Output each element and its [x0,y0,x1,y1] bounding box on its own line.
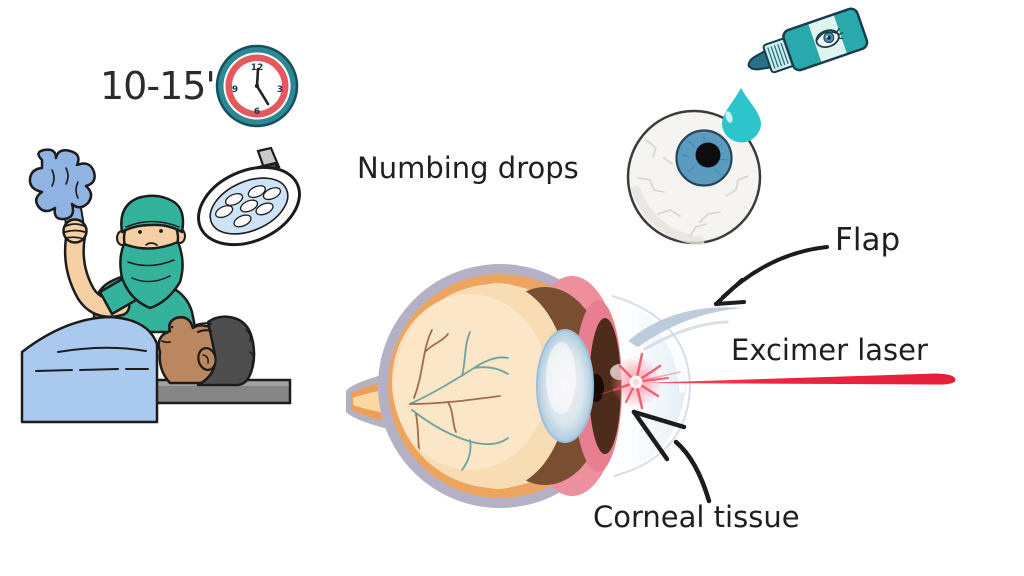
eye-cross-section-illustration [346,264,744,508]
corneal-tissue-label: Corneal tissue [593,500,800,534]
clock-number-6: 6 [254,107,260,117]
patient-ear [197,346,217,372]
blanket [20,315,159,424]
numbing-drops-group [626,7,869,246]
corneal-flap [628,307,744,351]
bottle-eye-logo [815,27,844,48]
sclera-veins [637,139,749,237]
surgical-lamp-icon [197,146,301,247]
clock-number-12: 12 [251,63,264,73]
droplet-icon [722,88,761,143]
laser-beam [637,373,956,385]
clock-number-3: 3 [277,85,283,95]
clock-number-9: 9 [232,85,238,95]
patient-hair [196,315,256,387]
surgical-mask [119,240,184,310]
eyeball-icon [626,109,762,246]
flap-label: Flap [835,222,901,258]
excimer-laser-label: Excimer laser [731,333,928,367]
corneal-tissue-arrow [631,409,712,504]
operating-scene: 12 3 6 9 [20,44,301,424]
gloves-icon [28,148,96,228]
duration-label: 10-15' [100,64,216,108]
flap-arrow [714,245,829,306]
pupil [695,142,721,168]
laser-impact-starburst [601,352,681,410]
clock-icon: 12 3 6 9 [215,44,299,128]
iris [589,318,621,454]
retina-vessels [409,329,509,471]
eye-drop-bottle-icon [747,7,869,74]
surgeon-illustration [28,148,198,334]
surgeon-head [116,194,186,310]
numbing-drops-label: Numbing drops [357,151,579,185]
patient-illustration [157,315,256,387]
surgeon-hand [62,218,88,244]
